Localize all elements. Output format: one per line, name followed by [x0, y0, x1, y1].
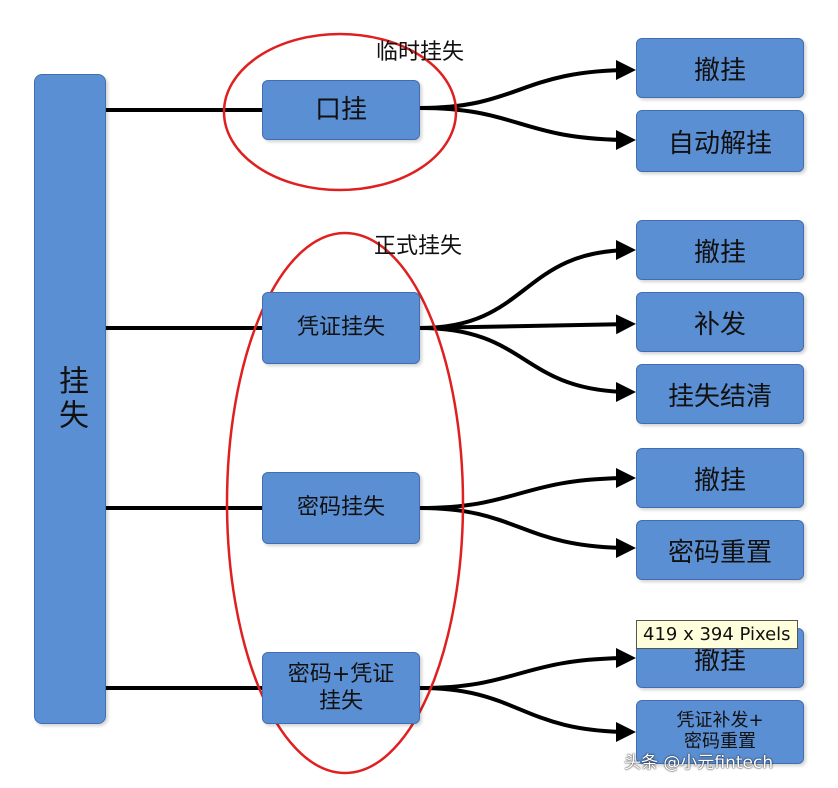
- temporary-group-label: 临时挂失: [376, 40, 465, 65]
- combo-loss-node: 密码+凭证 挂失: [262, 652, 420, 724]
- root-node: 挂失: [34, 74, 106, 724]
- arrow-password-reset: [419, 506, 636, 558]
- voucher-cancel-node: 撤挂: [636, 220, 804, 280]
- voucher-cancel-label: 撤挂: [693, 237, 746, 268]
- password-loss-label: 密码挂失: [296, 495, 385, 521]
- voucher-loss-node: 凭证挂失: [262, 292, 420, 364]
- voucher-loss-label: 凭证挂失: [296, 315, 385, 341]
- root-label: 挂失: [53, 365, 88, 433]
- arrow-voucher-settle: [419, 326, 636, 402]
- arrow-voucher-cancel: [419, 240, 636, 330]
- combo-loss-label-line2: 挂失: [318, 689, 363, 714]
- arrow-password-cancel: [419, 468, 636, 510]
- arrow-oral-auto: [419, 106, 636, 150]
- combo-reissue-label-line2: 密码重置: [684, 731, 756, 752]
- combo-loss-label-line1: 密码+凭证: [287, 661, 395, 687]
- arrow-oral-cancel: [419, 60, 636, 110]
- temporary-group-ellipse: [222, 32, 458, 192]
- password-reset-label: 密码重置: [667, 537, 772, 568]
- password-cancel-node: 撤挂: [636, 448, 804, 508]
- oral-auto-release-node: 自动解挂: [636, 110, 804, 172]
- combo-reissue-label-line1: 凭证补发+: [676, 710, 764, 732]
- oral-auto-release-label: 自动解挂: [667, 128, 772, 159]
- size-tooltip: 419 x 394 Pixels: [636, 620, 798, 649]
- formal-group-ellipse: [225, 231, 465, 775]
- voucher-settle-node: 挂失结清: [636, 364, 804, 424]
- oral-cancel-node: 撤挂: [636, 38, 804, 98]
- oral-cancel-label: 撤挂: [693, 55, 746, 86]
- combo-cancel-label: 撤挂: [693, 645, 746, 676]
- voucher-settle-label: 挂失结清: [667, 381, 772, 412]
- arrow-combo-reissue: [419, 686, 636, 742]
- oral-loss-node: 口挂: [262, 80, 420, 140]
- formal-group-label: 正式挂失: [374, 234, 463, 259]
- voucher-reissue-label: 补发: [693, 309, 746, 340]
- password-reset-node: 密码重置: [636, 520, 804, 580]
- arrow-combo-cancel: [419, 648, 636, 690]
- password-cancel-label: 撤挂: [693, 465, 746, 496]
- arrow-voucher-reissue: [419, 314, 636, 335]
- oral-loss-label: 口挂: [314, 94, 367, 125]
- watermark: 头条 @小元fintech: [624, 753, 774, 773]
- voucher-reissue-node: 补发: [636, 292, 804, 352]
- combo-reissue-node: 凭证补发+ 密码重置: [636, 700, 804, 764]
- password-loss-node: 密码挂失: [262, 472, 420, 544]
